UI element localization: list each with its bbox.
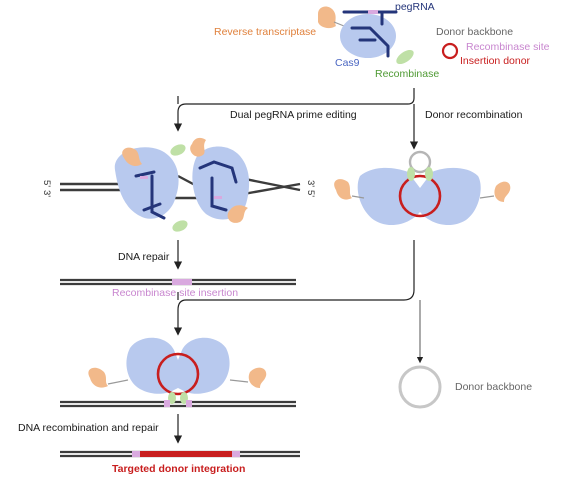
- strand-label-bottom-left: 3': [41, 190, 52, 197]
- donor-backbone-result-label: Donor backbone: [455, 381, 532, 393]
- strand-label-top-left: 5': [41, 180, 52, 187]
- legend-insertion-donor-icon: [441, 42, 459, 60]
- legend-donor-backbone-label: Donor backbone: [436, 26, 513, 38]
- recombinase-site-insertion-label: Recombinase site insertion: [112, 287, 238, 299]
- legend-reverse-transcriptase-icon: [318, 6, 336, 29]
- step-donor-recombination-label: Donor recombination: [425, 109, 523, 121]
- rt-right-lower: [227, 205, 248, 223]
- dual-pegrna-complex: [60, 137, 301, 232]
- donor-recombination-complex: [334, 150, 511, 226]
- legend-pegrna-label: pegRNA: [395, 1, 435, 13]
- rt-left: [122, 147, 142, 166]
- legend-recombinase-icon: [396, 49, 414, 65]
- legend-cas9-label: Cas9: [335, 57, 360, 69]
- donor-backbone-result-circle: [398, 365, 442, 409]
- rt-right: [190, 137, 206, 157]
- legend-insertion-donor-label: Insertion donor: [460, 55, 531, 67]
- legend-recombinase-site-label: Recombinase site: [466, 41, 550, 53]
- donor-backbone-loop: [408, 150, 432, 174]
- legend-reverse-transcriptase-label: Reverse transcriptase: [214, 26, 316, 38]
- integration-complex: [60, 337, 296, 408]
- recombinase-top: [170, 144, 186, 156]
- integrated-dna: [60, 450, 300, 458]
- repaired-dna: [60, 278, 296, 286]
- legend: pegRNA Reverse transcriptase Cas9 Recomb…: [214, 1, 550, 80]
- step-dna-recombination-label: DNA recombination and repair: [18, 422, 159, 434]
- step-dual-pegrna-label: Dual pegRNA prime editing: [230, 109, 357, 121]
- recombinase-bottom: [172, 220, 188, 232]
- insertion-donor-circle: [398, 174, 442, 218]
- targeted-integration-label: Targeted donor integration: [112, 463, 245, 475]
- strand-label-bottom-right: 5': [305, 190, 316, 197]
- cas9-left: [114, 147, 179, 219]
- legend-recombinase-label: Recombinase: [375, 68, 439, 80]
- flow-arrows: [173, 88, 424, 444]
- step-dna-repair-label: DNA repair: [118, 251, 170, 263]
- strand-label-top-right: 3': [305, 180, 316, 187]
